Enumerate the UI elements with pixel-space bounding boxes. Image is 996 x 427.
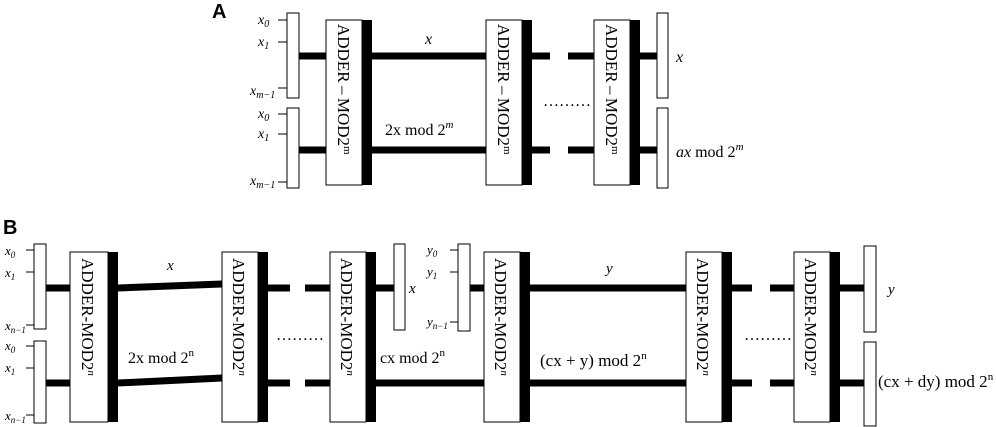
input-labels-y-b: y0 y1 yn−1 (425, 242, 448, 331)
output-label-ax-mod: ax mod 2m (676, 141, 744, 161)
wire-label-2x-mod: 2x mod 2m (385, 119, 453, 139)
svg-text:xm−1: xm−1 (249, 84, 275, 101)
wire-label-2x-mod-b: 2x mod 2n (128, 347, 194, 367)
output-register-y-b (863, 245, 877, 333)
adder-block-b6: ADDER-MOD2n (793, 251, 840, 423)
adder-block-b2: ADDER-MOD2n (221, 251, 268, 423)
svg-text:x1: x1 (4, 360, 15, 377)
output-register-top (656, 12, 669, 99)
output-register-bottom (656, 107, 669, 189)
adder-label: ADDER-MOD2 (78, 258, 97, 370)
svg-text:x0: x0 (257, 13, 269, 30)
wire-label-cx-mod: cx mod 2n (380, 347, 446, 367)
input-register-y-b (457, 243, 471, 332)
adder-block-b3: ADDER-MOD2n (329, 251, 376, 423)
adder-label: ADDER – MOD2 (602, 24, 621, 146)
wire-label-x: x (424, 31, 432, 48)
svg-text:ADDER – MOD2m: ADDER – MOD2m (602, 24, 621, 155)
svg-text:xn−1: xn−1 (4, 408, 26, 425)
panel-b-label: B (3, 217, 17, 239)
adder-label: ADDER-MOD2 (801, 258, 820, 370)
adder-block-a1: ADDER – MOD2m (325, 19, 372, 186)
adder-block-b5: ADDER-MOD2n (685, 251, 732, 423)
svg-text:ADDER-MOD2n: ADDER-MOD2n (491, 258, 510, 376)
adder-block-b4: ADDER-MOD2n (483, 251, 530, 423)
output-label-cxdy-mod: (cx + dy) mod 2n (878, 371, 994, 391)
svg-text:x0: x0 (4, 338, 16, 355)
ellipsis-dots-b1: ……… (276, 327, 324, 344)
adder-label: ADDER-MOD2 (693, 258, 712, 370)
input-register-x-top (286, 12, 300, 99)
panel-a: A x0 x1 xm−1 x0 x1 xm−1 (212, 1, 744, 191)
svg-text:ADDER – MOD2m: ADDER – MOD2m (494, 24, 513, 155)
input-ticks-y-b (450, 249, 458, 323)
output-label-x-b: x (408, 281, 416, 297)
svg-text:x0: x0 (4, 243, 16, 260)
input-labels-top: x0 x1 xm−1 (249, 13, 275, 101)
wires-b (46, 280, 864, 387)
adder-label: ADDER-MOD2 (491, 258, 510, 370)
svg-text:x0: x0 (257, 107, 269, 124)
input-register-x-bottom (286, 107, 300, 189)
input-ticks-a (278, 19, 287, 183)
output-label-y-b: y (886, 282, 895, 298)
svg-text:yn−1: yn−1 (425, 314, 448, 331)
output-register-x-b (393, 243, 406, 331)
adder-block-b1: ADDER-MOD2n (69, 251, 118, 423)
wire-label-x-b: x (166, 258, 174, 274)
wire-label-cxy-mod: (cx + y) mod 2n (540, 350, 647, 370)
adder-block-a3: ADDER – MOD2m (593, 19, 640, 186)
adder-label: ADDER-MOD2 (229, 258, 248, 370)
input-register-x-bottom-b (33, 340, 47, 424)
input-register-x-top-b (33, 243, 47, 330)
svg-text:ADDER-MOD2n: ADDER-MOD2n (337, 258, 356, 376)
svg-text:x1: x1 (257, 35, 269, 52)
svg-text:xn−1: xn−1 (4, 318, 26, 335)
input-ticks-b (26, 249, 34, 416)
ellipsis-dots-b2: ……… (744, 327, 792, 344)
panel-a-label: A (212, 1, 226, 23)
svg-text:ADDER-MOD2n: ADDER-MOD2n (693, 258, 712, 376)
svg-text:ADDER – MOD2m: ADDER – MOD2m (334, 24, 353, 155)
input-labels-bottom: x0 x1 xm−1 (249, 107, 275, 191)
input-labels-x-b: x0 x1 xn−1 x0 x1 xn−1 (4, 243, 26, 425)
panel-b: B x0 x1 xn−1 x0 x1 xn−1 y0 y1 yn−1 (3, 217, 994, 427)
output-register-cxdy-b (863, 341, 877, 427)
wires-a (299, 52, 657, 154)
svg-text:y1: y1 (425, 264, 437, 281)
wire-label-y-b: y (604, 261, 613, 277)
ellipsis-dots: ……… (543, 93, 591, 110)
adder-label: ADDER – MOD2 (494, 24, 513, 146)
output-label-x: x (675, 49, 683, 66)
svg-text:xm−1: xm−1 (249, 174, 275, 191)
svg-text:x1: x1 (4, 265, 15, 282)
svg-text:ADDER-MOD2n: ADDER-MOD2n (229, 258, 248, 376)
svg-text:y0: y0 (425, 242, 438, 259)
svg-text:ADDER-MOD2n: ADDER-MOD2n (801, 258, 820, 376)
svg-text:x1: x1 (257, 127, 269, 144)
adder-block-a2: ADDER – MOD2m (485, 19, 532, 186)
svg-text:ADDER-MOD2n: ADDER-MOD2n (78, 258, 97, 376)
adder-label: ADDER – MOD2 (334, 24, 353, 146)
adder-label: ADDER-MOD2 (337, 258, 356, 370)
